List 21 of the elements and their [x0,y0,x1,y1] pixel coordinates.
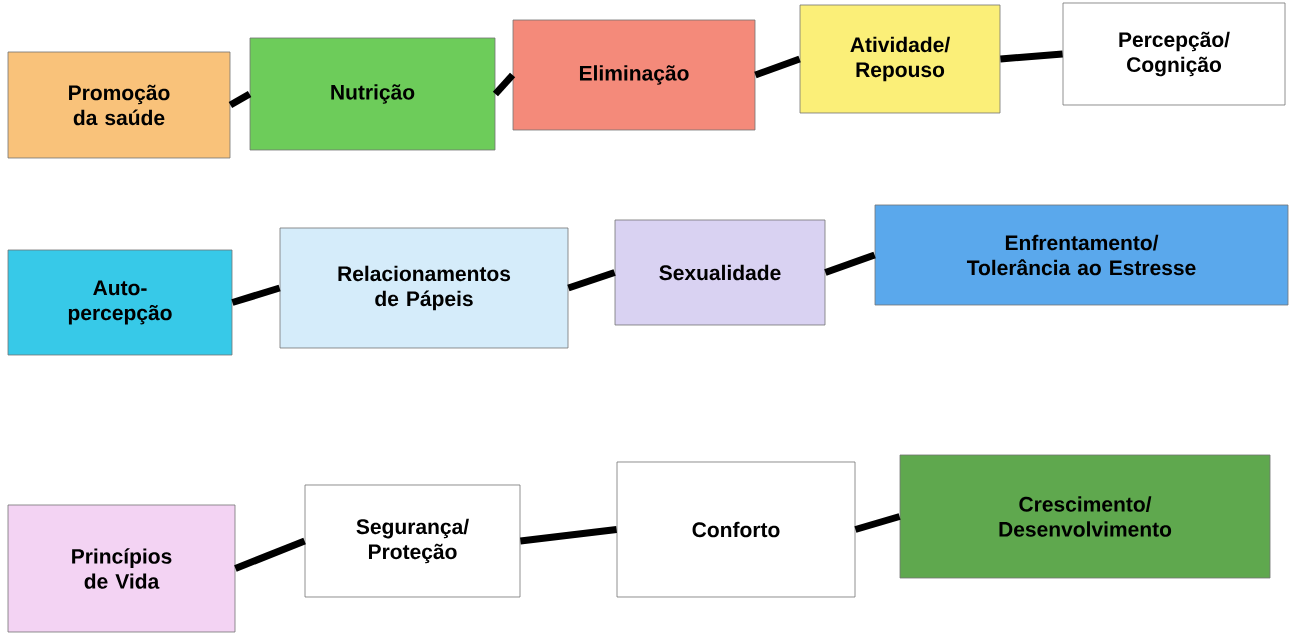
connector-line [754,55,801,79]
category-box: Nutrição [249,37,496,151]
category-box: Auto-percepção [7,249,233,356]
connector-line [228,90,252,109]
category-box: Relacionamentos de Pápeis [279,227,569,349]
category-box: Promoção da saúde [7,51,231,159]
category-box: Percepção/ Cognição [1062,2,1286,106]
connector-line [234,537,306,572]
category-box: Crescimento/ Desenvolvimento [899,454,1271,579]
category-box: Enfrentamento/ Tolerância ao Estresse [874,204,1289,306]
category-box: Conforto [616,461,856,598]
connector-line [231,284,281,306]
connector-line [854,513,901,533]
connector-line [824,251,876,276]
category-box: Eliminação [512,19,756,131]
connector-line [492,72,516,97]
category-box: Segurança/ Proteção [304,484,521,598]
category-box: Sexualidade [614,219,826,326]
category-box: Princípios de Vida [7,504,236,633]
category-box: Atividade/ Repouso [799,4,1001,114]
connector-line [567,269,616,292]
